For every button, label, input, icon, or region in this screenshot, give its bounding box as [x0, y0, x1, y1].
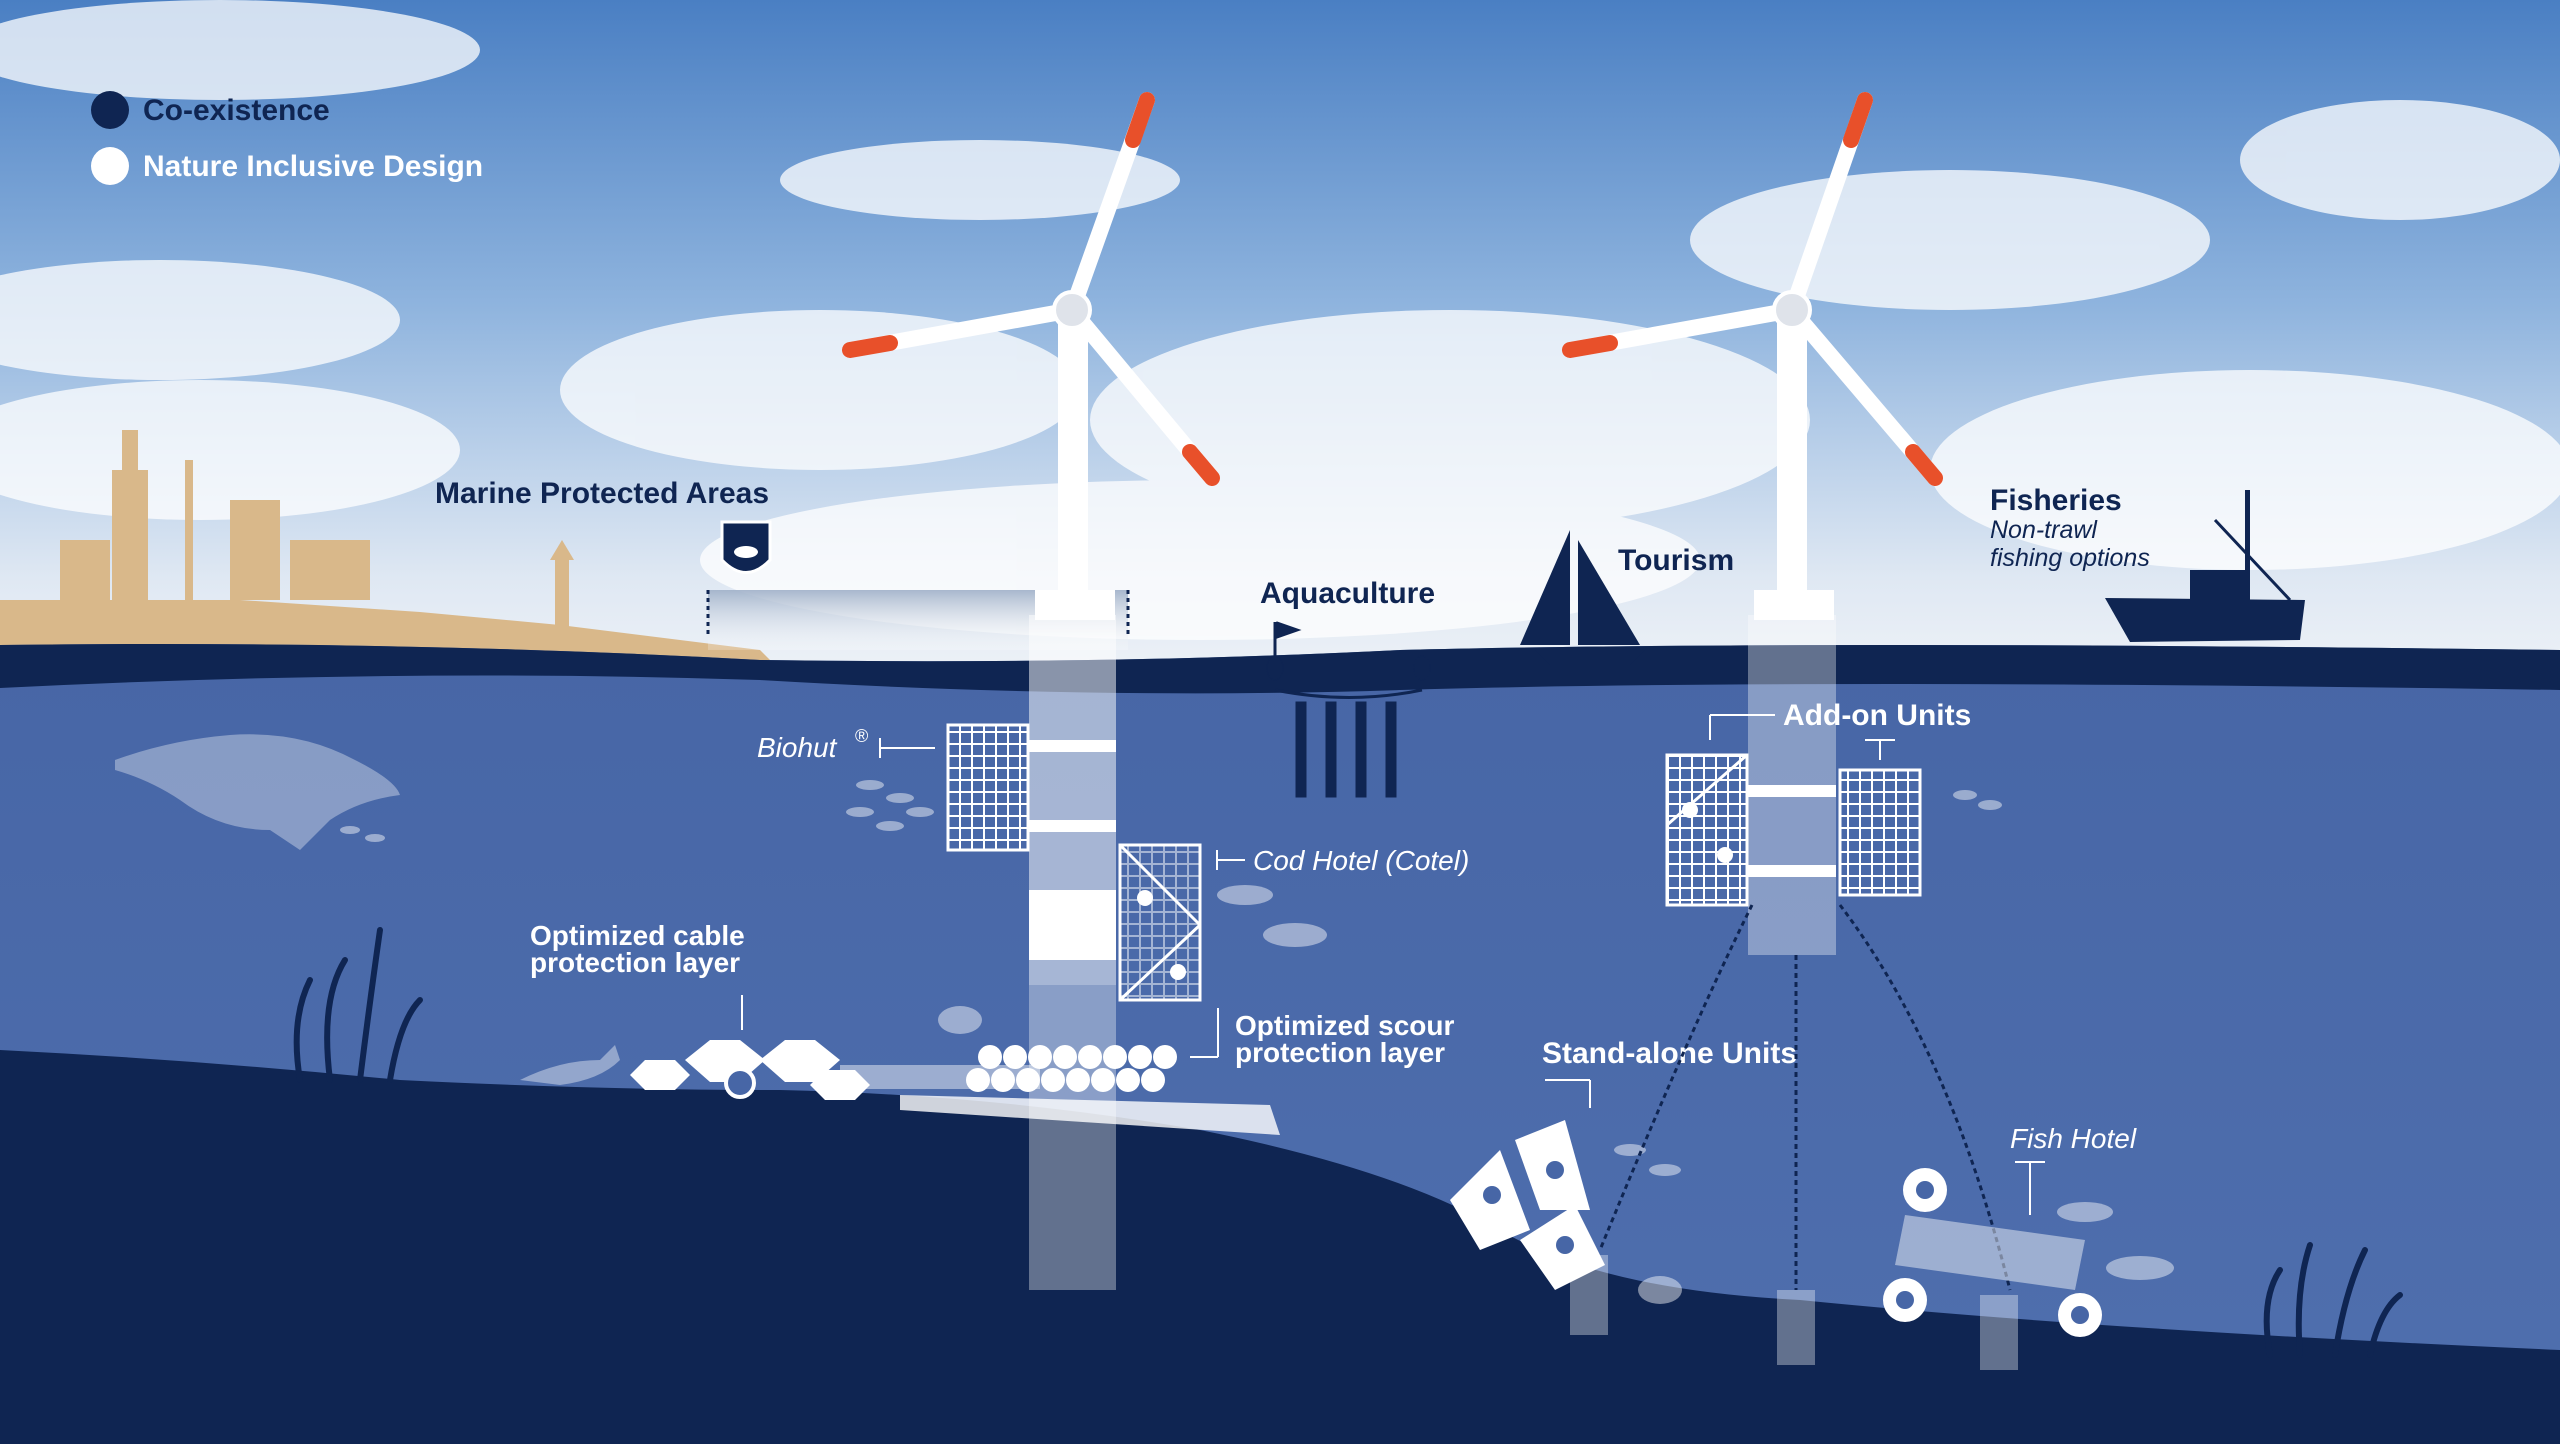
wind-turbine-1 — [842, 92, 1220, 1290]
fish-hotel-unit — [1883, 1168, 2102, 1337]
lobster-icon — [520, 1045, 620, 1085]
label-aquaculture: Aquaculture — [1260, 577, 1435, 610]
add-on-unit-left — [1665, 753, 1749, 907]
seaweed-icon — [293, 927, 2403, 1358]
label-cod-hotel: Cod Hotel (Cotel) — [1253, 845, 1469, 876]
fish-school-icon — [340, 780, 2174, 1280]
label-fisheries-sub-1: Non-trawl — [1990, 516, 2098, 544]
aquaculture-mussel-lines — [1266, 621, 1431, 798]
legend-dot-coexistence — [91, 91, 129, 129]
sailboat-icon — [1520, 530, 1645, 665]
label-fish-hotel: Fish Hotel — [2010, 1123, 2137, 1154]
stand-alone-reef-units — [1450, 1120, 1605, 1290]
legend-label-coexistence: Co-existence — [143, 94, 330, 127]
add-on-unit-right — [1838, 768, 1922, 897]
scour-protection-layer — [900, 1045, 1280, 1135]
whale-icon — [115, 734, 400, 850]
legend-dot-nature-inclusive — [91, 147, 129, 185]
label-tourism: Tourism — [1618, 544, 1734, 577]
label-fisheries-sub-2: fishing options — [1990, 544, 2150, 572]
label-biohut: Biohut — [757, 732, 838, 763]
wind-turbine-2 — [1562, 92, 1943, 955]
cable-icon — [724, 1067, 756, 1099]
legend: Co-existence Nature Inclusive Design — [91, 91, 483, 185]
biohut-cage — [946, 723, 1030, 852]
label-add-on-units: Add-on Units — [1783, 699, 1971, 732]
label-biohut-mark: ® — [855, 726, 868, 746]
label-marine-protected-areas: Marine Protected Areas — [435, 477, 769, 510]
cable-protection-layer — [630, 1040, 870, 1100]
label-scour-layer-1: Optimized scour — [1235, 1010, 1454, 1041]
fishing-vessel-icon — [2105, 490, 2305, 642]
legend-label-nature-inclusive: Nature Inclusive Design — [143, 150, 483, 183]
label-fisheries: Fisheries — [1990, 484, 2122, 517]
label-cable-layer-1: Optimized cable — [530, 920, 745, 951]
mpa-shield-icon — [720, 520, 772, 574]
crab-icon — [938, 1006, 1682, 1304]
mooring-chains — [1598, 904, 2012, 1291]
clouds — [0, 0, 2560, 640]
label-scour-layer-2: protection layer — [1235, 1037, 1445, 1068]
label-stand-alone-units: Stand-alone Units — [1542, 1037, 1797, 1070]
seabed — [0, 1050, 2560, 1444]
label-cable-layer-2: protection layer — [530, 947, 740, 978]
